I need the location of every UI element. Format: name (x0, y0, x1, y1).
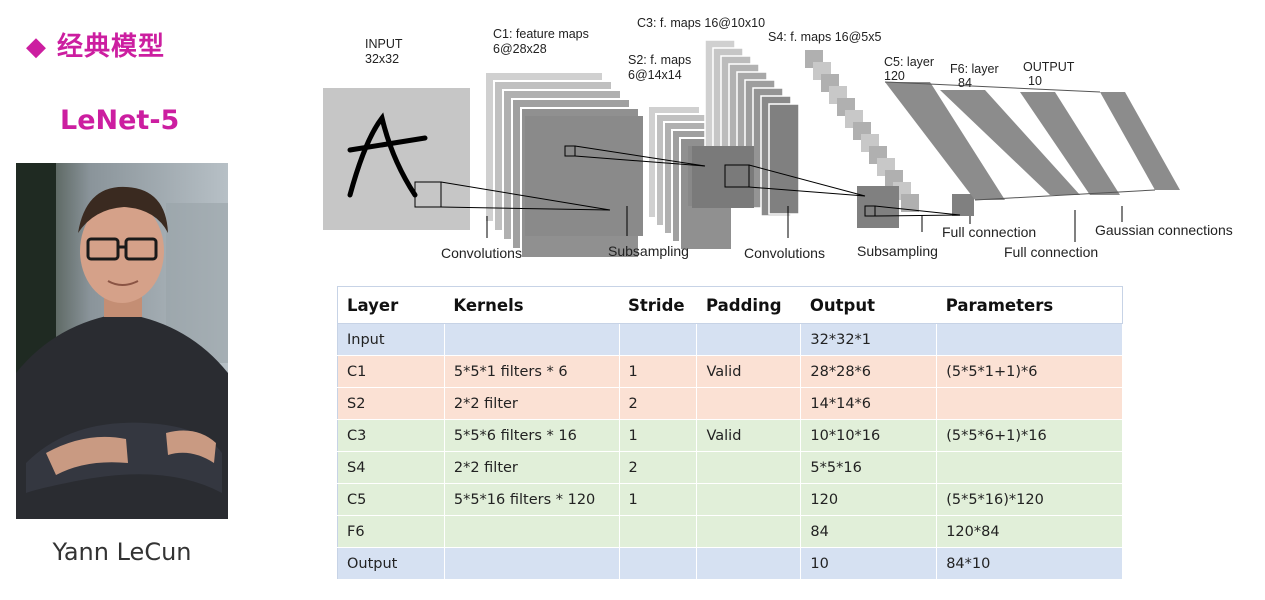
cell-layer: F6 (337, 515, 445, 548)
op-convolutions-2: Convolutions (744, 245, 825, 261)
label-input-1: 32x32 (365, 52, 399, 66)
slide-heading: ◆ 经典模型 (26, 32, 166, 62)
cell-stride: 2 (619, 387, 698, 420)
cell-padding (696, 547, 802, 580)
portrait-photo (16, 163, 228, 519)
cell-stride (619, 547, 698, 580)
cell-layer: Input (337, 323, 445, 356)
c3-feature-maps (692, 39, 800, 217)
input-layer (323, 88, 470, 230)
cell-parameters (936, 451, 1123, 484)
label-s2-0: S2: f. maps (628, 53, 691, 67)
cell-parameters (936, 387, 1123, 420)
cell-output: 10 (800, 547, 938, 580)
label-c5-0: C5: layer (884, 55, 934, 69)
layer-table: Layer Kernels Stride Padding Output Para… (337, 286, 1123, 580)
table-row: Input 32*32*1 (337, 323, 1123, 356)
label-output-1: 10 (1028, 74, 1042, 88)
cell-output: 14*14*6 (800, 387, 938, 420)
cell-kernels: 2*2 filter (444, 387, 620, 420)
table-row: S2 2*2 filter 2 14*14*6 (337, 387, 1123, 420)
cell-parameters (936, 323, 1123, 356)
c1-feature-maps (484, 71, 643, 259)
cell-layer: C1 (337, 355, 445, 388)
table-header-row: Layer Kernels Stride Padding Output Para… (337, 286, 1123, 324)
label-c1-0: C1: feature maps (493, 27, 589, 41)
cell-padding (696, 451, 802, 484)
lenet-architecture-diagram: INPUT 32x32 C1: feature maps 6@28x28 S2:… (323, 16, 1233, 261)
op-gaussian-connections: Gaussian connections (1095, 222, 1233, 238)
label-f6-1: 84 (958, 76, 972, 90)
cell-stride: 1 (619, 483, 698, 516)
table-row: F6 84 120*84 (337, 515, 1123, 548)
cell-parameters: (5*5*6+1)*16 (936, 419, 1123, 452)
cell-padding (696, 323, 802, 356)
cell-stride: 1 (619, 355, 698, 388)
cell-padding: Valid (696, 355, 802, 388)
table-row: Output 10 84*10 (337, 547, 1123, 580)
cell-parameters: (5*5*16)*120 (936, 483, 1123, 516)
cell-kernels: 5*5*1 filters * 6 (444, 355, 620, 388)
label-s2-1: 6@14x14 (628, 68, 682, 82)
cell-stride: 1 (619, 419, 698, 452)
cell-output: 32*32*1 (800, 323, 938, 356)
cell-padding (696, 387, 802, 420)
label-f6-0: F6: layer (950, 62, 999, 76)
cell-stride: 2 (619, 451, 698, 484)
cell-output: 10*10*16 (800, 419, 938, 452)
cell-kernels (444, 547, 620, 580)
op-subsampling-1: Subsampling (608, 243, 689, 259)
cell-output: 120 (800, 483, 938, 516)
cell-parameters: (5*5*1+1)*6 (936, 355, 1123, 388)
cell-output: 5*5*16 (800, 451, 938, 484)
label-c5-1: 120 (884, 69, 905, 83)
cell-parameters: 84*10 (936, 547, 1123, 580)
cell-padding (696, 483, 802, 516)
cell-kernels (444, 323, 620, 356)
cell-parameters: 120*84 (936, 515, 1123, 548)
fully-connected-bands (884, 81, 1180, 201)
table-row: C1 5*5*1 filters * 6 1 Valid 28*28*6 (5*… (337, 355, 1123, 388)
cell-padding (696, 515, 802, 548)
portrait-caption: Yann LeCun (52, 538, 192, 566)
op-full-connection-1: Full connection (942, 224, 1036, 240)
label-s4-0: S4: f. maps 16@5x5 (768, 30, 881, 44)
table-row: S4 2*2 filter 2 5*5*16 (337, 451, 1123, 484)
op-full-connection-2: Full connection (1004, 244, 1098, 260)
cell-stride (619, 515, 698, 548)
cell-output: 84 (800, 515, 938, 548)
cell-kernels: 5*5*6 filters * 16 (444, 419, 620, 452)
cell-kernels (444, 515, 620, 548)
cell-kernels: 5*5*16 filters * 120 (444, 483, 620, 516)
header-output: Output (800, 286, 937, 324)
cell-layer: C5 (337, 483, 445, 516)
header-layer: Layer (337, 286, 445, 324)
cell-output: 28*28*6 (800, 355, 938, 388)
cell-layer: C3 (337, 419, 445, 452)
label-c1-1: 6@28x28 (493, 42, 547, 56)
header-kernels: Kernels (444, 286, 620, 324)
label-output-0: OUTPUT (1023, 60, 1075, 74)
table-row: C5 5*5*16 filters * 120 1 120 (5*5*16)*1… (337, 483, 1123, 516)
s4-feature-maps (805, 50, 974, 228)
table-row: C3 5*5*6 filters * 16 1 Valid 10*10*16 (… (337, 419, 1123, 452)
cell-kernels: 2*2 filter (444, 451, 620, 484)
header-stride: Stride (619, 286, 697, 324)
label-input-0: INPUT (365, 37, 403, 51)
header-parameters: Parameters (936, 286, 1123, 324)
cell-layer: S4 (337, 451, 445, 484)
op-convolutions-1: Convolutions (441, 245, 522, 261)
cell-layer: S2 (337, 387, 445, 420)
header-padding: Padding (696, 286, 801, 324)
model-name: LeNet-5 (60, 105, 180, 136)
cell-layer: Output (337, 547, 445, 580)
cell-padding: Valid (696, 419, 802, 452)
cell-stride (619, 323, 698, 356)
op-subsampling-2: Subsampling (857, 243, 938, 259)
receptive-field-lines (440, 145, 961, 217)
label-c3-0: C3: f. maps 16@10x10 (637, 16, 765, 30)
